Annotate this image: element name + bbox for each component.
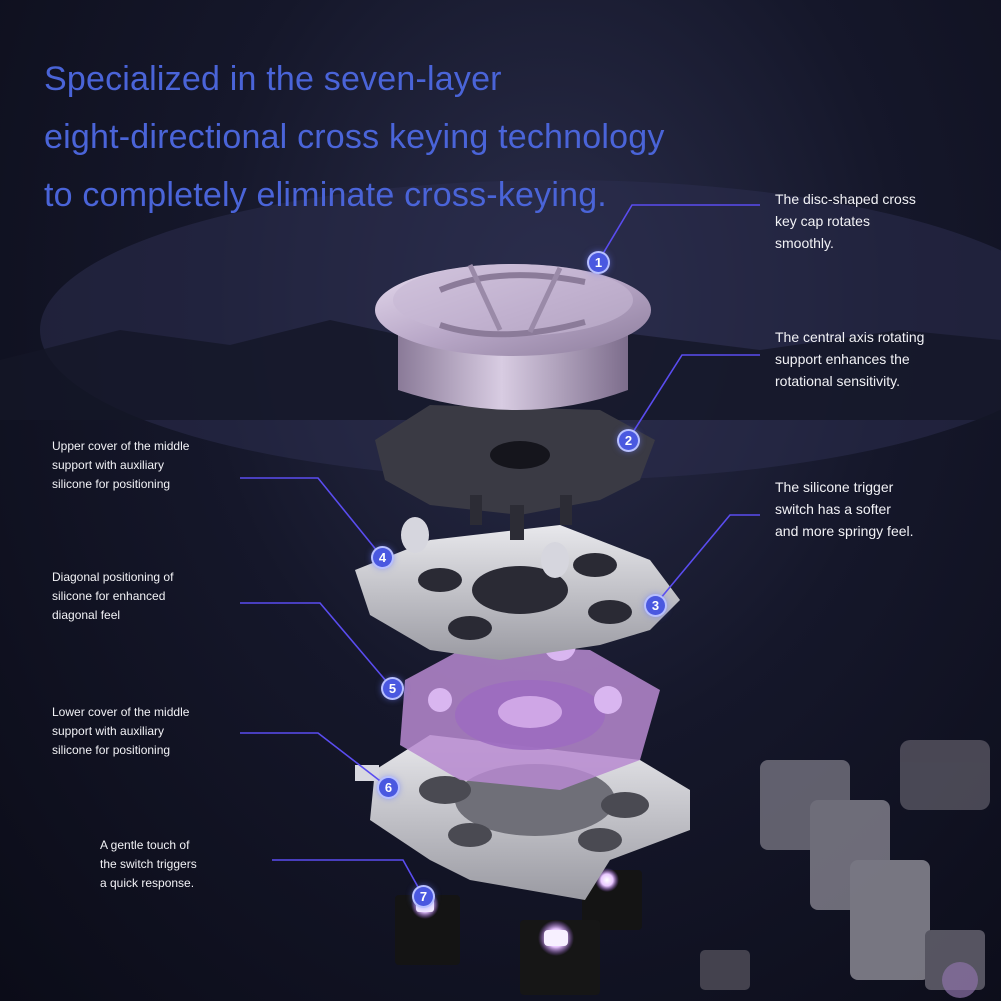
leader-line-1	[597, 204, 760, 263]
central-axis-support	[375, 405, 655, 540]
callout-text-1: The disc-shaped cross key cap rotates sm…	[775, 191, 916, 251]
callout-badge-1: 1	[589, 253, 608, 272]
callout-badge-7: 7	[414, 887, 433, 906]
leader-line-2	[627, 354, 760, 441]
tactile-switches	[395, 868, 642, 995]
headline-line-2: eight-directional cross keying technolog…	[44, 118, 665, 156]
callout-badge-4: 4	[373, 548, 392, 567]
background-components	[700, 740, 990, 998]
callout-text-5: Diagonal positioning of silicone for enh…	[52, 570, 174, 622]
callout-text-4: Upper cover of the middle support with a…	[52, 439, 190, 491]
headline-line-1: Specialized in the seven-layer	[44, 60, 502, 98]
callout-badge-3: 3	[646, 596, 665, 615]
callout-text-7: A gentle touch of the switch triggers a …	[100, 838, 197, 890]
headline: Specialized in the seven-layer eight-dir…	[44, 50, 804, 224]
upper-cover-plate	[355, 517, 680, 660]
callout-text-6: Lower cover of the middle support with a…	[52, 705, 190, 757]
callout-leader-lines	[240, 204, 760, 897]
headline-line-3: to completely eliminate cross-keying.	[44, 176, 607, 214]
leader-line-6	[240, 732, 389, 788]
callout-text-2: The central axis rotating support enhanc…	[775, 329, 925, 389]
leader-line-3	[654, 514, 760, 606]
callout-badge-5: 5	[383, 679, 402, 698]
leader-line-4	[240, 477, 383, 558]
callout-badge-6: 6	[379, 778, 398, 797]
leader-line-7	[272, 859, 424, 897]
disc-key-cap	[375, 263, 651, 410]
callout-text-3: The silicone trigger switch has a softer…	[775, 479, 914, 539]
leader-line-5	[240, 602, 393, 689]
callout-badge-2: 2	[619, 431, 638, 450]
